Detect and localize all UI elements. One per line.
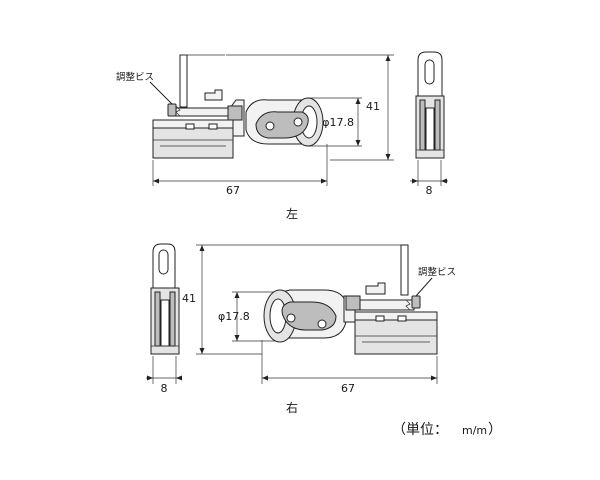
height-dimension-2: 41 — [182, 244, 405, 355]
diameter-dimension: φ17.8 — [310, 97, 362, 147]
height-dim-label-2: 41 — [182, 292, 196, 305]
diameter-dimension-2: φ17.8 — [218, 291, 282, 342]
adjusting-screw-2 — [405, 277, 433, 311]
width-dimension: 67 — [152, 144, 328, 197]
width-dim-label: 67 — [226, 184, 240, 197]
unit-note-prefix: （単位： — [392, 422, 448, 438]
width-dim-label-2: 67 — [341, 382, 355, 395]
roller-body-2 — [343, 244, 438, 355]
wheel-assembly-2 — [263, 289, 347, 343]
adjusting-screw-label: 調整ビス — [116, 71, 154, 83]
unit-note-suffix: ） — [488, 422, 502, 438]
height-dim-label: 41 — [366, 100, 380, 113]
diameter-dim-label: φ17.8 — [322, 116, 354, 129]
side-width-dim-label-2: 8 — [161, 382, 168, 395]
left-caption: 左 — [286, 206, 298, 221]
roller-body — [152, 54, 245, 159]
side-width-dim-label: 8 — [426, 184, 433, 197]
right-caption: 右 — [286, 400, 298, 415]
right-roller-drawing: 41 φ17.8 — [182, 244, 456, 395]
adjusting-screw-label-2: 調整ビス — [418, 266, 456, 278]
adjusting-screw — [149, 81, 181, 117]
diameter-dim-label-2: φ17.8 — [218, 310, 250, 323]
right-side-view: 8 — [146, 243, 182, 395]
left-side-view: 8 — [410, 51, 448, 197]
unit-note: （単位： m/m ） — [392, 422, 502, 438]
height-dimension: 41 — [226, 54, 394, 161]
unit-note-fraction: m/m — [462, 424, 487, 437]
width-dimension-2: 67 — [261, 340, 438, 395]
left-roller-drawing: 67 41 φ17.8 調整ビス — [116, 54, 394, 197]
wheel-assembly — [245, 97, 324, 147]
